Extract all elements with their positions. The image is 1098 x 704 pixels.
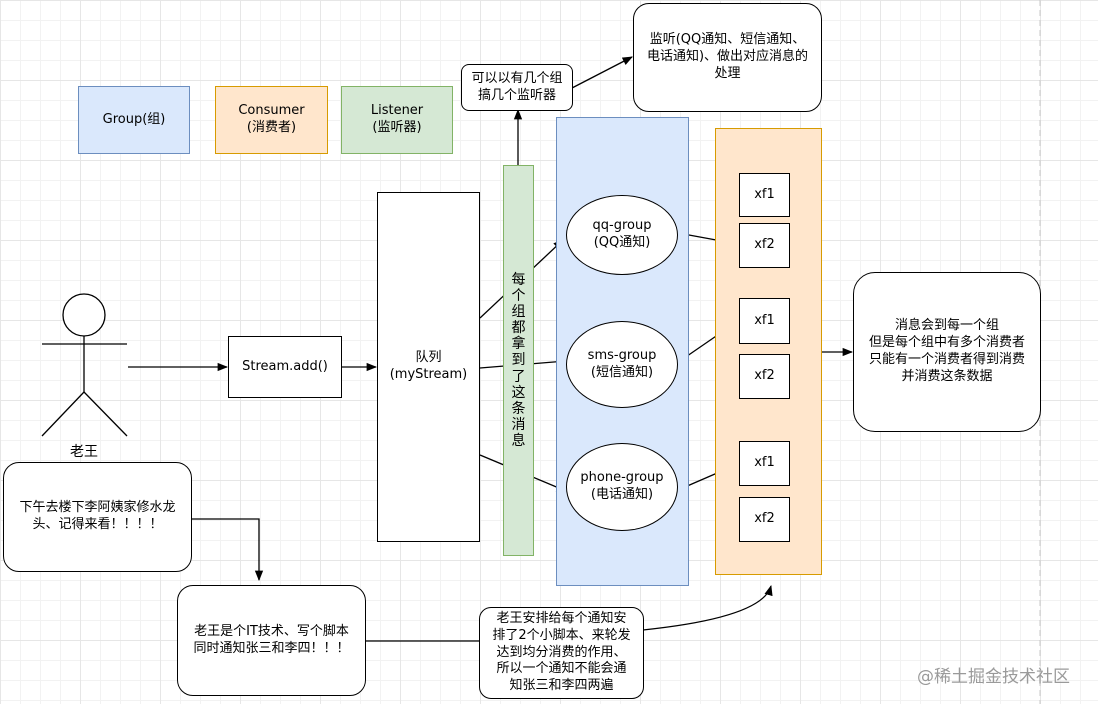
right-note: 消息会到每一个组 但是每个组中有多个消费者 只能有一个消费者得到消费 并消费这条… [853,272,1041,432]
vertical-note-char: 个 [511,288,526,305]
vertical-note-char: 每 [511,271,526,288]
watermark: @稀土掘金技术社区 [917,667,1070,687]
arrange-note: 老王安排给每个通知安 排了2个小脚本、来轮发 达到均分消费的作用、 所以一个通知… [479,607,644,699]
phone-group-node: phone-group (电话通知) [566,443,678,531]
top-note: 可以以有几个组 搞几个监听器 [461,64,573,111]
sms-group-node: sms-group (短信通知) [566,321,678,408]
vertical-note-char: 条 [511,400,526,417]
legend-listener: Listener (监听器) [341,86,453,154]
stream-add-box: Stream.add() [228,336,342,398]
vertical-note-char: 这 [511,384,526,401]
vertical-note-char: 到 [511,352,526,369]
vertical-note-char: 都 [511,320,526,337]
qq-group-node: qq-group (QQ通知) [566,195,678,275]
actor-label: 老王 [70,443,98,460]
legend-group: Group(组) [78,86,190,154]
it-note: 老王是个IT技术、写个脚本 同时通知张三和李四！！！ [177,585,366,696]
consumer-xf2: xf2 [739,497,790,542]
edge-arrange-to-consumers [642,584,773,631]
actor-figure [41,293,128,437]
legend-consumer: Consumer (消费者) [215,86,328,154]
vertical-note: 每 个 组 都 拿 到 了 这 条 消 息 [503,165,534,556]
consumer-xf1: xf1 [739,298,790,344]
vertical-note-char: 消 [511,416,526,433]
vertical-note-char: 了 [511,368,526,385]
consumer-xf2: xf2 [739,354,790,399]
queue-box: 队列 (myStream) [377,192,480,542]
consumer-xf2: xf2 [739,223,790,268]
consumer-xf1: xf1 [739,441,790,486]
vertical-note-char: 拿 [511,336,526,353]
edge-top-note-to-right [571,56,633,89]
top-right-note: 监听(QQ通知、短信通知、 电话通知)、做出对应消息的 处理 [633,3,822,112]
speech-note: 下午去楼下李阿姨家修水龙 头、记得来看！！！！ [3,462,192,572]
consumer-xf1: xf1 [739,173,790,217]
edge-speech-to-it [192,518,264,582]
vertical-note-char: 息 [511,432,526,449]
vertical-note-char: 组 [511,304,526,321]
